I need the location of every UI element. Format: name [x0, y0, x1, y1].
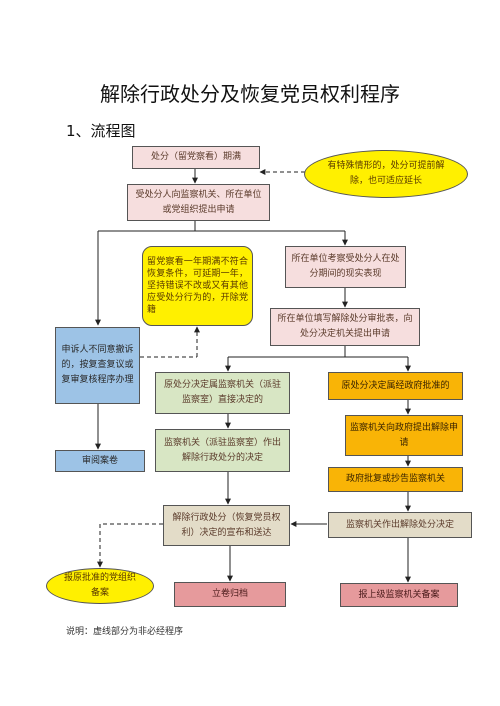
- gov-reply-node: 政府批复或抄告监察机关: [328, 467, 463, 492]
- announce-node: 解除行政处分（恢复党员权利）决定的宣布和送达: [163, 505, 290, 546]
- party-record-oval: 报原批准的党组织备案: [46, 568, 154, 604]
- appeal-node: 申诉人不同意撤诉的，按复查复议或复审复核程序办理: [55, 327, 140, 404]
- report-superior-node: 报上级监察机关备案: [340, 583, 458, 607]
- report-gov-node: 监察机关向政府提出解除申请: [345, 415, 463, 456]
- issue-decision-node: 监察机关（派驻监察室）作出解除行政处分的决定: [155, 429, 290, 472]
- page-title: 解除行政处分及恢复党员权利程序: [100, 82, 400, 106]
- make-decision-node: 监察机关作出解除处分决定: [328, 512, 472, 538]
- investigate-node: 所在单位考察受处分人在处分期间的现实表现: [285, 246, 406, 288]
- extend-note-oval: 有特殊情形的，处分可提前解除，也可适应延长: [304, 150, 468, 198]
- archive-node: 立卷归档: [174, 582, 286, 607]
- start-node: 处分（留党察看）期满: [132, 146, 260, 169]
- direct-decide-node: 原处分决定属监察机关（派驻监察室）直接决定的: [155, 372, 290, 414]
- section-heading: 1、流程图: [66, 122, 136, 140]
- probation-note: 留党察看一年期满不符合恢复条件，可延期一年，坚持错误不改或又有其他应受处分行为的…: [142, 246, 253, 326]
- footnote: 说明：虚线部分为非必经程序: [66, 627, 184, 637]
- fill-form-node: 所在单位填写解除处分审批表，向处分决定机关提出申请: [270, 308, 420, 346]
- gov-approve-node: 原处分决定属经政府批准的: [328, 372, 463, 400]
- close-case-node: 审阅案卷: [55, 450, 145, 472]
- apply-node: 受处分人向监察机关、所在单位或党组织提出申请: [127, 184, 270, 221]
